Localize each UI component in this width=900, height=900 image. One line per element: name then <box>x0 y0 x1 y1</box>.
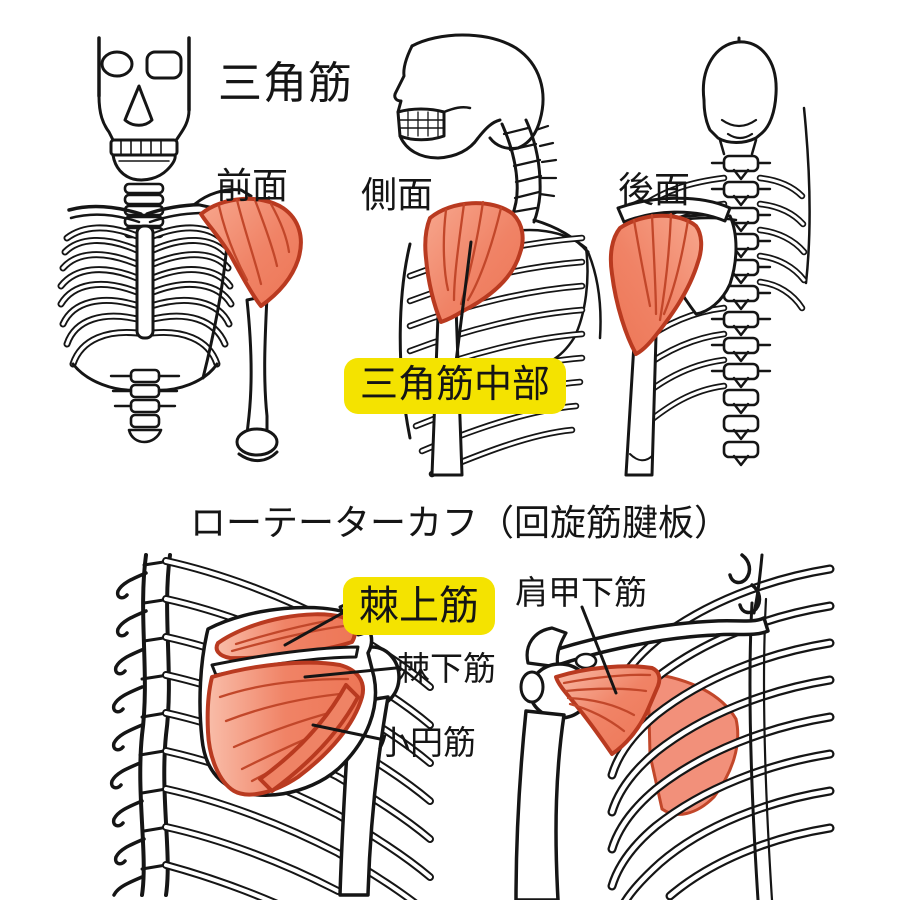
figure-rotator-cuff-front <box>514 553 835 900</box>
view-label-front: 前面 <box>216 165 289 206</box>
rotator-cuff-section-title: ローテーターカフ（回旋筋腱板） <box>190 502 731 543</box>
figure-deltoid-back <box>608 36 811 477</box>
callout-deltoid-middle: 三角筋中部 <box>344 358 567 414</box>
deltoid-section-title: 三角筋 <box>218 59 353 108</box>
label-infraspinatus: 棘下筋 <box>397 650 496 687</box>
view-label-side: 側面 <box>361 174 434 215</box>
figure-deltoid-front <box>57 36 303 462</box>
label-teres-minor: 小円筋 <box>377 724 476 761</box>
callout-supraspinatus: 棘上筋 <box>343 577 495 635</box>
view-label-back: 後面 <box>618 169 691 210</box>
label-subscapularis: 肩甲下筋 <box>515 574 647 611</box>
